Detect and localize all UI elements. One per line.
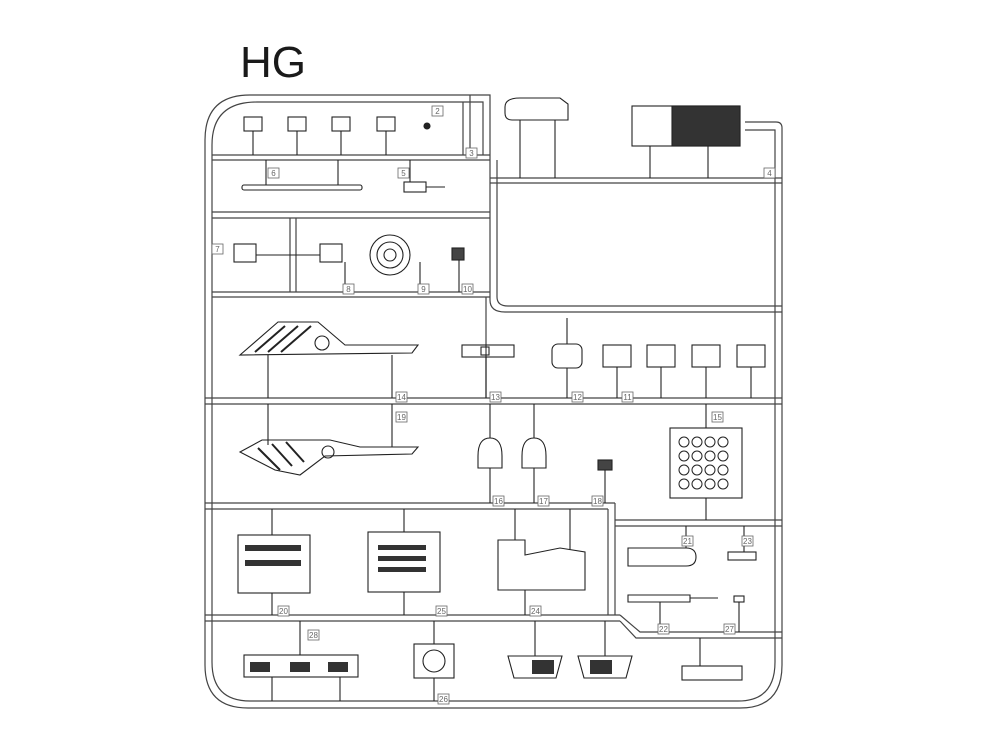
- part-7-label: 7: [215, 245, 220, 254]
- part-4-label: 4: [767, 169, 772, 178]
- part-26-label-box: [437, 693, 450, 705]
- part-27: [733, 595, 745, 603]
- part-13-label: 13: [491, 393, 500, 402]
- part-15-label: 15: [713, 413, 722, 422]
- part-25-label-box: [435, 605, 448, 617]
- part-8-label-box: [342, 283, 355, 295]
- part-8-label: 8: [346, 285, 351, 294]
- part-21-label-box: [681, 535, 694, 547]
- part-14-label-box: [395, 391, 408, 403]
- part-6-label: 6: [271, 169, 276, 178]
- part-28-label: 28: [309, 631, 318, 640]
- part-9-label-box: [417, 283, 430, 295]
- part-16-label-box: [492, 495, 505, 507]
- part-11d: [736, 344, 766, 368]
- sprue-title: HG: [240, 38, 306, 87]
- part-19-label: 19: [397, 413, 406, 422]
- part-24-label-box: [529, 605, 542, 617]
- part-25: [367, 531, 441, 593]
- part-12-label-box: [571, 391, 584, 403]
- part-21-label: 21: [683, 537, 692, 546]
- part-5-label-box: [397, 167, 410, 179]
- part-14: [238, 321, 420, 356]
- part-17: [521, 437, 547, 469]
- part-21: [627, 547, 697, 567]
- part-24: [497, 539, 586, 591]
- part-11-label-box: [621, 391, 634, 403]
- part-10-label: 10: [463, 285, 472, 294]
- part-26: [627, 594, 691, 603]
- part-15-label-box: [711, 411, 724, 423]
- part-2-label-box: [431, 105, 444, 117]
- part-29: [413, 643, 455, 679]
- part-9-label: 9: [421, 285, 426, 294]
- part-22-label: 22: [659, 625, 668, 634]
- part-27-label-box: [723, 623, 736, 635]
- part-7-label-box: [211, 243, 224, 255]
- part-19: [238, 439, 420, 476]
- part-22: [727, 551, 757, 561]
- part-11a: [602, 344, 632, 368]
- part-6-label-box: [267, 167, 280, 179]
- part-23-label-box: [741, 535, 754, 547]
- part-18: [597, 459, 613, 471]
- outer-frame: [204, 94, 783, 709]
- part-13-label-box: [489, 391, 502, 403]
- part-10-label-box: [461, 283, 474, 295]
- part-10: [451, 247, 465, 261]
- part-top-center: [504, 97, 569, 121]
- part-20: [237, 534, 311, 594]
- part-17-label-box: [537, 495, 550, 507]
- part-1b: [287, 116, 307, 132]
- part-5: [403, 181, 427, 193]
- part-18-label: 18: [593, 497, 602, 506]
- part-28: [243, 654, 359, 678]
- part-30: [507, 655, 563, 679]
- part-17-label: 17: [539, 497, 548, 506]
- part-25-label: 25: [437, 607, 446, 616]
- part-27-label: 27: [725, 625, 734, 634]
- part-11-label: 11: [623, 393, 632, 402]
- part-3-label: 3: [469, 149, 474, 158]
- part-6: [241, 184, 363, 191]
- part-13: [461, 344, 515, 358]
- part-18-label-box: [591, 495, 604, 507]
- part-23-label: 23: [743, 537, 752, 546]
- part-22-label-box: [657, 623, 670, 635]
- part-5-label: 5: [401, 169, 406, 178]
- part-11c: [691, 344, 721, 368]
- part-8: [319, 243, 343, 263]
- part-1d: [376, 116, 396, 132]
- part-11b: [646, 344, 676, 368]
- part-31: [577, 655, 633, 679]
- part-1c: [331, 116, 351, 132]
- part-1a: [243, 116, 263, 132]
- part-12-label: 12: [573, 393, 582, 402]
- part-16: [477, 437, 503, 469]
- part-12: [551, 343, 583, 369]
- part-7: [233, 243, 257, 263]
- part-26-label: 26: [439, 695, 448, 704]
- part-20-label-box: [277, 605, 290, 617]
- part-24-label: 24: [531, 607, 540, 616]
- part-14-label: 14: [397, 393, 406, 402]
- part-20-label: 20: [279, 607, 288, 616]
- part-3-label-box: [465, 147, 478, 159]
- part-4-label-box: [763, 167, 776, 179]
- part-2-dot: [423, 122, 431, 130]
- part-32: [681, 665, 743, 681]
- part-19-label-box: [395, 411, 408, 423]
- part-16-label: 16: [494, 497, 503, 506]
- part-28-label-box: [307, 629, 320, 641]
- part-9: [369, 234, 411, 276]
- part-2-label: 2: [435, 107, 440, 116]
